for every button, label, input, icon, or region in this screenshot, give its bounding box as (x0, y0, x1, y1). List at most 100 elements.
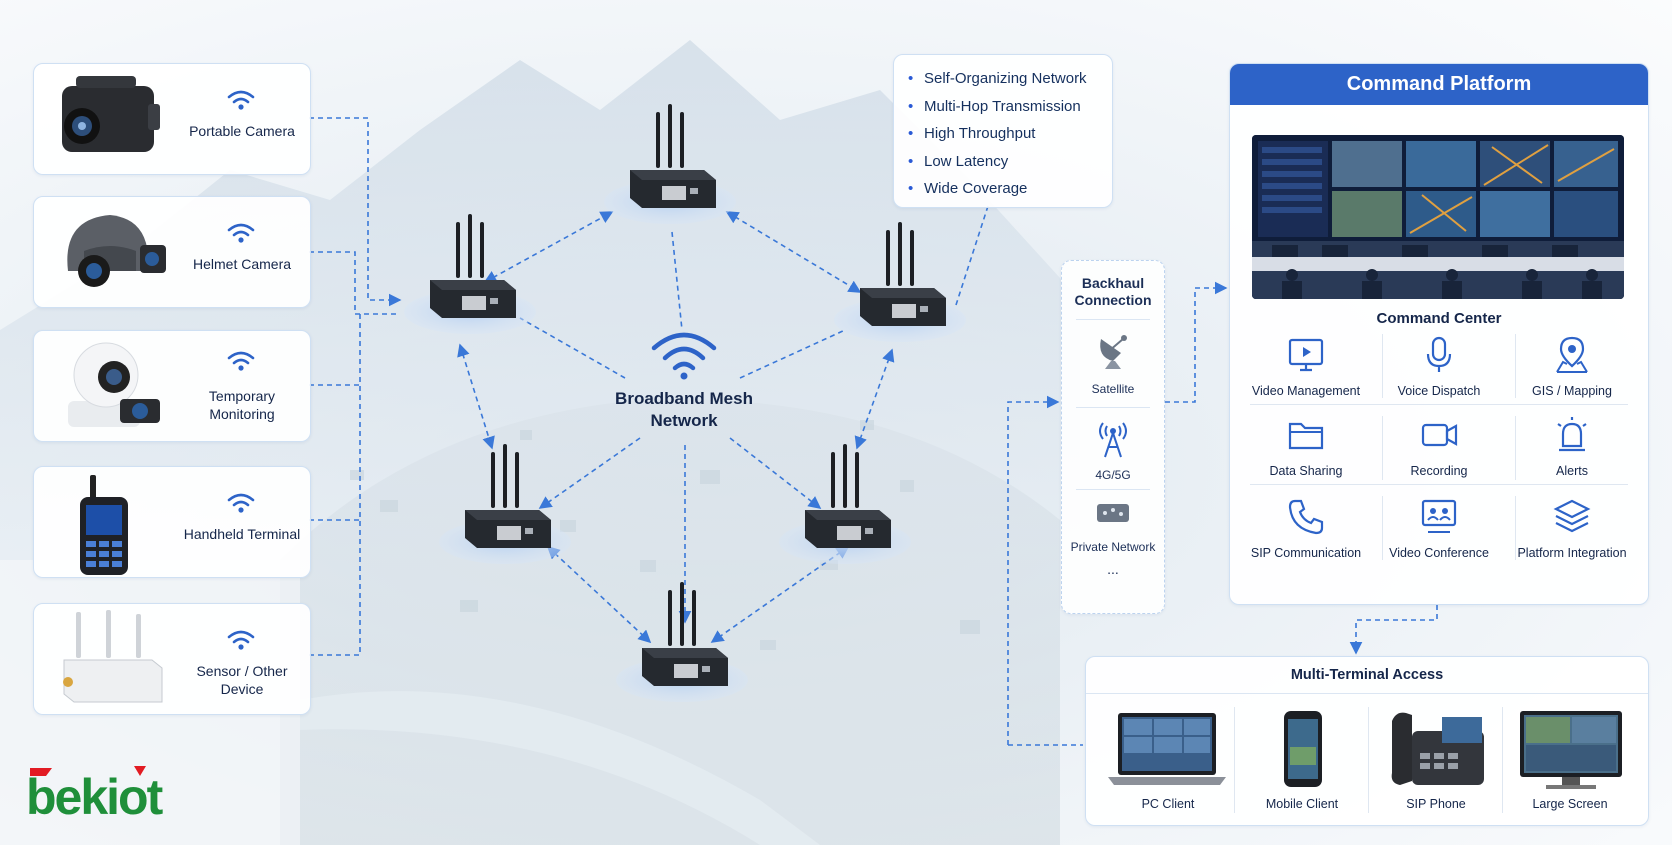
terminal-label: Large Screen (1532, 797, 1608, 811)
link-portable (309, 117, 402, 307)
grid-divider (1250, 404, 1628, 405)
microphone-icon (1426, 336, 1452, 372)
mesh-node-left-upper (404, 214, 536, 334)
feature-item: Wide Coverage (908, 175, 1112, 203)
device-card-radio-handset: Handheld Terminal (33, 466, 311, 578)
network-box-icon (1097, 504, 1129, 522)
feature-label: Video Management (1251, 384, 1361, 398)
backhaul-satellite-label: Satellite (1091, 382, 1135, 396)
backhaul-title: Backhaul Connection (1074, 275, 1152, 308)
device-label: Sensor / Other Device (196, 663, 288, 697)
terminal-label: Mobile Client (1265, 797, 1339, 811)
wifi-icon (226, 491, 256, 520)
feature-label: Video Conference (1389, 546, 1489, 560)
grid-divider (1250, 484, 1628, 485)
feature-camcorder: Recording (1373, 408, 1505, 490)
feature-item: Multi-Hop Transmission (908, 93, 1112, 121)
feature-layers: Platform Integration (1506, 490, 1638, 572)
feature-label: Voice Dispatch (1397, 384, 1481, 398)
wifi-icon (226, 221, 256, 250)
conference-icon (1421, 499, 1457, 533)
mesh-network-label: Broadband Mesh Network (615, 389, 753, 430)
terminal-label: SIP Phone (1406, 797, 1466, 811)
feature-alarm-light: Alerts (1506, 408, 1638, 490)
map-pin-icon (1556, 336, 1588, 373)
backhaul-more: ... (1107, 561, 1119, 577)
device-card-ptz-camera: Temporary Monitoring (33, 330, 311, 442)
feature-label: Alerts (1556, 464, 1588, 478)
feature-label: Platform Integration (1517, 546, 1627, 560)
grid-divider (1382, 334, 1383, 398)
terminal-smartphone: Mobile Client (1236, 701, 1368, 819)
terminal-monitor: Large Screen (1504, 701, 1636, 819)
sensor-box-icon (63, 610, 163, 703)
portable-camera-icon (62, 76, 160, 152)
radio-handset-icon (80, 475, 128, 575)
feature-label: SIP Communication (1250, 546, 1362, 560)
command-platform-panel: Command Platform (1229, 63, 1649, 605)
wifi-icon (226, 88, 256, 117)
device-card-portable-camera: Portable Camera (33, 63, 311, 175)
grid-divider (1382, 496, 1383, 560)
satellite-dish-icon (1100, 335, 1127, 369)
terminal-laptop: PC Client (1102, 701, 1234, 819)
grid-divider (1382, 416, 1383, 480)
grid-divider (1515, 496, 1516, 560)
wifi-icon (226, 349, 256, 378)
mesh-node-right-lower (779, 444, 911, 564)
backhaul-cellular-label: 4G/5G (1095, 468, 1131, 482)
device-label: Helmet Camera (192, 256, 292, 272)
mesh-node-top (604, 104, 736, 224)
terminal-divider (1368, 707, 1369, 813)
terminal-divider (1234, 707, 1235, 813)
backhaul-panel: Backhaul Connection Satellite 4G/5G Priv… (1061, 260, 1165, 614)
command-center-title: Command Center (1376, 310, 1502, 327)
feature-map-pin: GIS / Mapping (1506, 328, 1638, 410)
multi-terminal-title: Multi-Terminal Access (1290, 667, 1444, 683)
feature-item: High Throughput (908, 120, 1112, 148)
mesh-feature-list: Self-Organizing Network Multi-Hop Transm… (893, 54, 1113, 208)
device-label: Temporary Monitoring (208, 388, 276, 422)
device-card-helmet-camera: Helmet Camera (33, 196, 311, 308)
grid-divider (1515, 334, 1516, 398)
feature-item: Low Latency (908, 148, 1112, 176)
grid-divider (1515, 416, 1516, 480)
device-label: Portable Camera (189, 123, 295, 139)
helmet-camera-icon (67, 215, 166, 287)
mesh-wifi-icon (651, 332, 717, 380)
backhaul-private-label: Private Network (1070, 540, 1156, 554)
feature-label: GIS / Mapping (1532, 384, 1612, 398)
command-center-image (1252, 135, 1624, 299)
device-card-sensor-box: Sensor / Other Device (33, 603, 311, 715)
mesh-node-bottom (616, 582, 748, 702)
cell-tower-icon (1099, 422, 1127, 458)
feature-microphone: Voice Dispatch (1373, 328, 1505, 410)
terminal-desk-phone: SIP Phone (1370, 701, 1502, 819)
ptz-camera-icon (68, 342, 160, 427)
phone-icon (1288, 499, 1324, 535)
feature-video-monitor: Video Management (1240, 328, 1372, 410)
feature-folder: Data Sharing (1240, 408, 1372, 490)
command-platform-header: Command Platform (1230, 64, 1648, 105)
video-monitor-icon (1288, 338, 1324, 372)
wifi-icon (226, 628, 256, 657)
terminal-divider (1502, 707, 1503, 813)
svg-text:bekiot: bekiot (26, 769, 164, 822)
monitor-icon (1520, 711, 1622, 789)
link-helmet (309, 251, 400, 315)
camcorder-icon (1421, 423, 1458, 447)
feature-conference: Video Conference (1373, 490, 1505, 572)
feature-phone: SIP Communication (1240, 490, 1372, 572)
layers-icon (1553, 499, 1591, 533)
mesh-node-left-lower (439, 444, 571, 564)
feature-label: Recording (1410, 464, 1468, 478)
mesh-node-right-upper (834, 222, 966, 342)
folder-icon (1288, 422, 1324, 450)
feature-item: Self-Organizing Network (908, 65, 1112, 93)
feature-label: Data Sharing (1269, 464, 1343, 478)
bekiot-logo: bekiot (26, 766, 166, 822)
